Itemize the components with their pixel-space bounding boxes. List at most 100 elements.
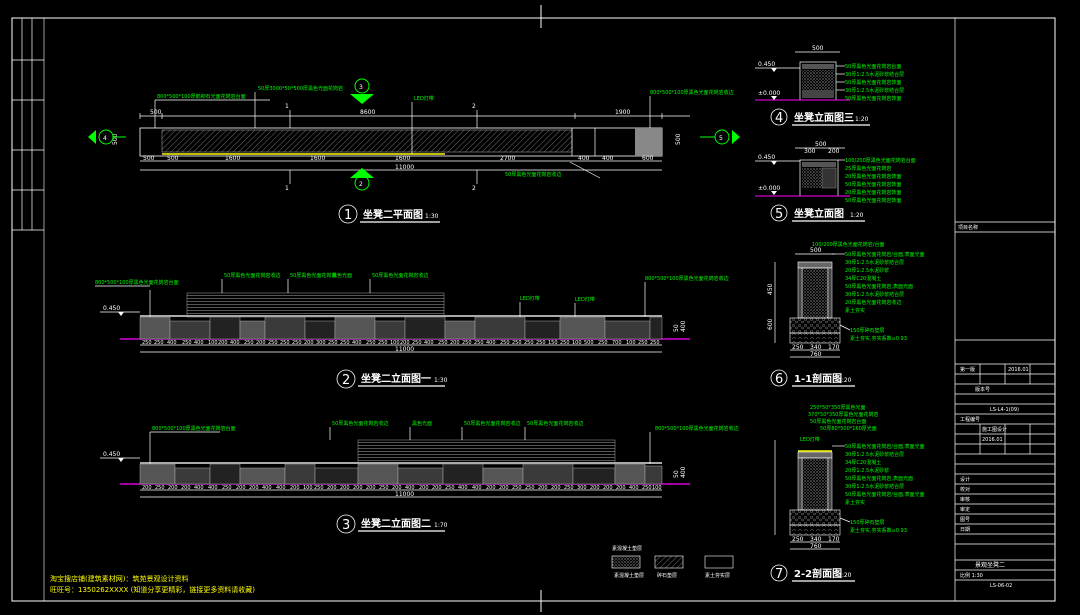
plan-label: LED灯带 <box>414 95 434 102</box>
svg-text:50厚黑色光面花岗岩,表面光面: 50厚黑色光面花岗岩,表面光面 <box>845 475 913 482</box>
svg-text:250: 250 <box>142 340 152 346</box>
svg-text:30厚1:2.5水泥砂浆结合层: 30厚1:2.5水泥砂浆结合层 <box>845 71 904 78</box>
svg-text:250: 250 <box>314 485 324 491</box>
svg-text:200: 200 <box>366 485 376 491</box>
svg-text:30厚1:2.5水泥砂浆结合层: 30厚1:2.5水泥砂浆结合层 <box>845 483 904 490</box>
svg-text:比例 1:30: 比例 1:30 <box>960 572 983 579</box>
svg-text:审定: 审定 <box>960 506 970 513</box>
svg-text:600: 600 <box>767 318 774 330</box>
svg-text:250: 250 <box>536 340 546 346</box>
svg-text:审核: 审核 <box>960 496 970 503</box>
svg-text:400: 400 <box>486 340 496 346</box>
svg-text:50厚黑色光面花岗岩饰面: 50厚黑色光面花岗岩饰面 <box>845 197 901 204</box>
svg-text:30厚1:2.5水泥砂浆结合层: 30厚1:2.5水泥砂浆结合层 <box>845 451 904 458</box>
svg-text:200: 200 <box>249 485 259 491</box>
plan-label: 800*500*100厚黑色光面花岗岩收边 <box>650 89 734 96</box>
svg-text:素混凝土垫层: 素混凝土垫层 <box>612 545 642 552</box>
svg-text:500: 500 <box>810 247 822 254</box>
sheet-inner-frame <box>43 17 1056 602</box>
svg-text:800*500*100厚黑色光面花岗岩收边: 800*500*100厚黑色光面花岗岩收边 <box>645 275 729 282</box>
svg-text:1:20: 1:20 <box>850 212 864 219</box>
svg-text:1:30: 1:30 <box>425 213 439 220</box>
svg-text:50厚黑色光面花岗岩饰面: 50厚黑色光面花岗岩饰面 <box>845 95 901 102</box>
detail-five-title: 5 坐凳立面图 1:20 <box>770 204 865 222</box>
svg-text:20厚黑色光面花岗岩饰面: 20厚黑色光面花岗岩饰面 <box>845 189 901 196</box>
svg-text:400: 400 <box>405 485 415 491</box>
svg-text:50: 50 <box>673 470 680 478</box>
svg-text:旺旺号：1350262XXXX (知道分享更精彩，链接更多资: 旺旺号：1350262XXXX (知道分享更精彩，链接更多资料请收藏) <box>50 585 255 594</box>
svg-text:50厚黑色光面花岗岩,表面光面: 50厚黑色光面花岗岩,表面光面 <box>845 283 913 290</box>
svg-text:素土夯实,夯实系数≥0.93: 素土夯实,夯实系数≥0.93 <box>850 335 907 342</box>
svg-text:250: 250 <box>792 536 804 543</box>
svg-text:11000: 11000 <box>395 346 414 353</box>
svg-text:400: 400 <box>578 155 590 162</box>
left-strip <box>12 18 44 231</box>
svg-text:400: 400 <box>680 320 687 332</box>
svg-text:4: 4 <box>103 135 107 142</box>
svg-text:坐凳二立面图一: 坐凳二立面图一 <box>361 372 431 385</box>
svg-text:0.450: 0.450 <box>103 451 120 458</box>
svg-text:2-2剖面图: 2-2剖面图 <box>794 567 842 580</box>
svg-text:200: 200 <box>304 340 314 346</box>
svg-text:工程编号: 工程编号 <box>960 416 980 423</box>
svg-text:250: 250 <box>268 340 278 346</box>
elevation-two-blocks <box>139 462 663 485</box>
svg-text:100: 100 <box>303 485 313 491</box>
svg-text:50厚黑色光面花岗岩饰面: 50厚黑色光面花岗岩饰面 <box>845 181 901 188</box>
svg-text:200: 200 <box>353 485 363 491</box>
svg-text:0.450: 0.450 <box>758 61 775 68</box>
svg-text:100: 100 <box>572 340 582 346</box>
svg-text:400: 400 <box>194 485 204 491</box>
svg-text:5: 5 <box>719 135 723 142</box>
svg-text:250: 250 <box>564 485 574 491</box>
svg-text:1-1剖面图: 1-1剖面图 <box>794 372 842 385</box>
elevation-two: 200 250 200 200 400 400 250 200 200 400 … <box>100 420 739 498</box>
svg-text:设计: 设计 <box>960 476 970 483</box>
svg-text:50厚黑色光面花岗岩收边: 50厚黑色光面花岗岩收边 <box>372 272 428 279</box>
svg-text:素土夯实: 素土夯实 <box>845 499 865 506</box>
svg-text:400: 400 <box>602 155 614 162</box>
svg-text:素土夯实层: 素土夯实层 <box>705 572 730 579</box>
svg-text:250: 250 <box>280 340 290 346</box>
svg-text:100/200厚黑色光面花岗岩台面: 100/200厚黑色光面花岗岩台面 <box>845 157 916 164</box>
svg-text:300: 300 <box>316 340 326 346</box>
svg-text:250: 250 <box>598 340 608 346</box>
svg-text:250: 250 <box>412 340 422 346</box>
svg-text:340: 340 <box>810 344 822 351</box>
svg-text:11000: 11000 <box>395 491 414 498</box>
plan-label: 50厚3000*50*500厚黑色光面花岗岩 <box>258 85 343 92</box>
svg-text:250: 250 <box>445 485 455 491</box>
svg-text:20厚1:2.5水泥砂浆: 20厚1:2.5水泥砂浆 <box>845 267 889 274</box>
svg-text:50厚黑色光面花岗岩收边: 50厚黑色光面花岗岩收边 <box>527 420 583 427</box>
svg-text:20厚黑色光面花岗岩饰面: 20厚黑色光面花岗岩饰面 <box>845 173 901 180</box>
svg-text:50厚黑色光面花岗岩/台面,表面光面: 50厚黑色光面花岗岩/台面,表面光面 <box>845 443 925 450</box>
svg-text:200: 200 <box>327 485 337 491</box>
svg-text:250: 250 <box>292 340 302 346</box>
svg-text:200: 200 <box>486 485 496 491</box>
svg-text:800*500*100厚黑色光面花岗岩台面: 800*500*100厚黑色光面花岗岩台面 <box>95 279 179 286</box>
svg-text:250: 250 <box>154 340 164 346</box>
svg-text:1: 1 <box>344 208 352 223</box>
svg-text:400: 400 <box>629 485 639 491</box>
svg-text:200: 200 <box>236 485 246 491</box>
svg-text:50厚黑色光面花岗岩台面: 50厚黑色光面花岗岩台面 <box>845 63 901 70</box>
svg-text:6: 6 <box>775 372 783 387</box>
svg-text:500: 500 <box>675 133 682 145</box>
svg-text:30厚1:2.5水泥砂浆结合层: 30厚1:2.5水泥砂浆结合层 <box>845 259 904 266</box>
section-marker-top: 3 <box>350 78 374 104</box>
svg-text:1:20: 1:20 <box>855 116 869 123</box>
dim: 8600 <box>360 109 375 116</box>
svg-text:2016.01: 2016.01 <box>1008 367 1029 373</box>
svg-text:200: 200 <box>828 148 840 155</box>
svg-text:600: 600 <box>642 155 654 162</box>
svg-text:日期: 日期 <box>960 527 970 533</box>
svg-text:50厚黑色光面花岗岩收边: 50厚黑色光面花岗岩收边 <box>464 420 520 427</box>
svg-text:400: 400 <box>458 485 468 491</box>
svg-text:200: 200 <box>616 485 626 491</box>
svg-text:500: 500 <box>143 155 155 162</box>
elevation-two-title: 3 坐凳二立面图二 1:70 <box>336 514 448 534</box>
svg-text:坐凳二立面图二: 坐凳二立面图二 <box>361 517 431 530</box>
svg-text:50厚黑色光面花岗岩收边: 50厚黑色光面花岗岩收边 <box>332 420 388 427</box>
svg-text:200: 200 <box>392 485 402 491</box>
svg-text:170: 170 <box>828 344 840 351</box>
